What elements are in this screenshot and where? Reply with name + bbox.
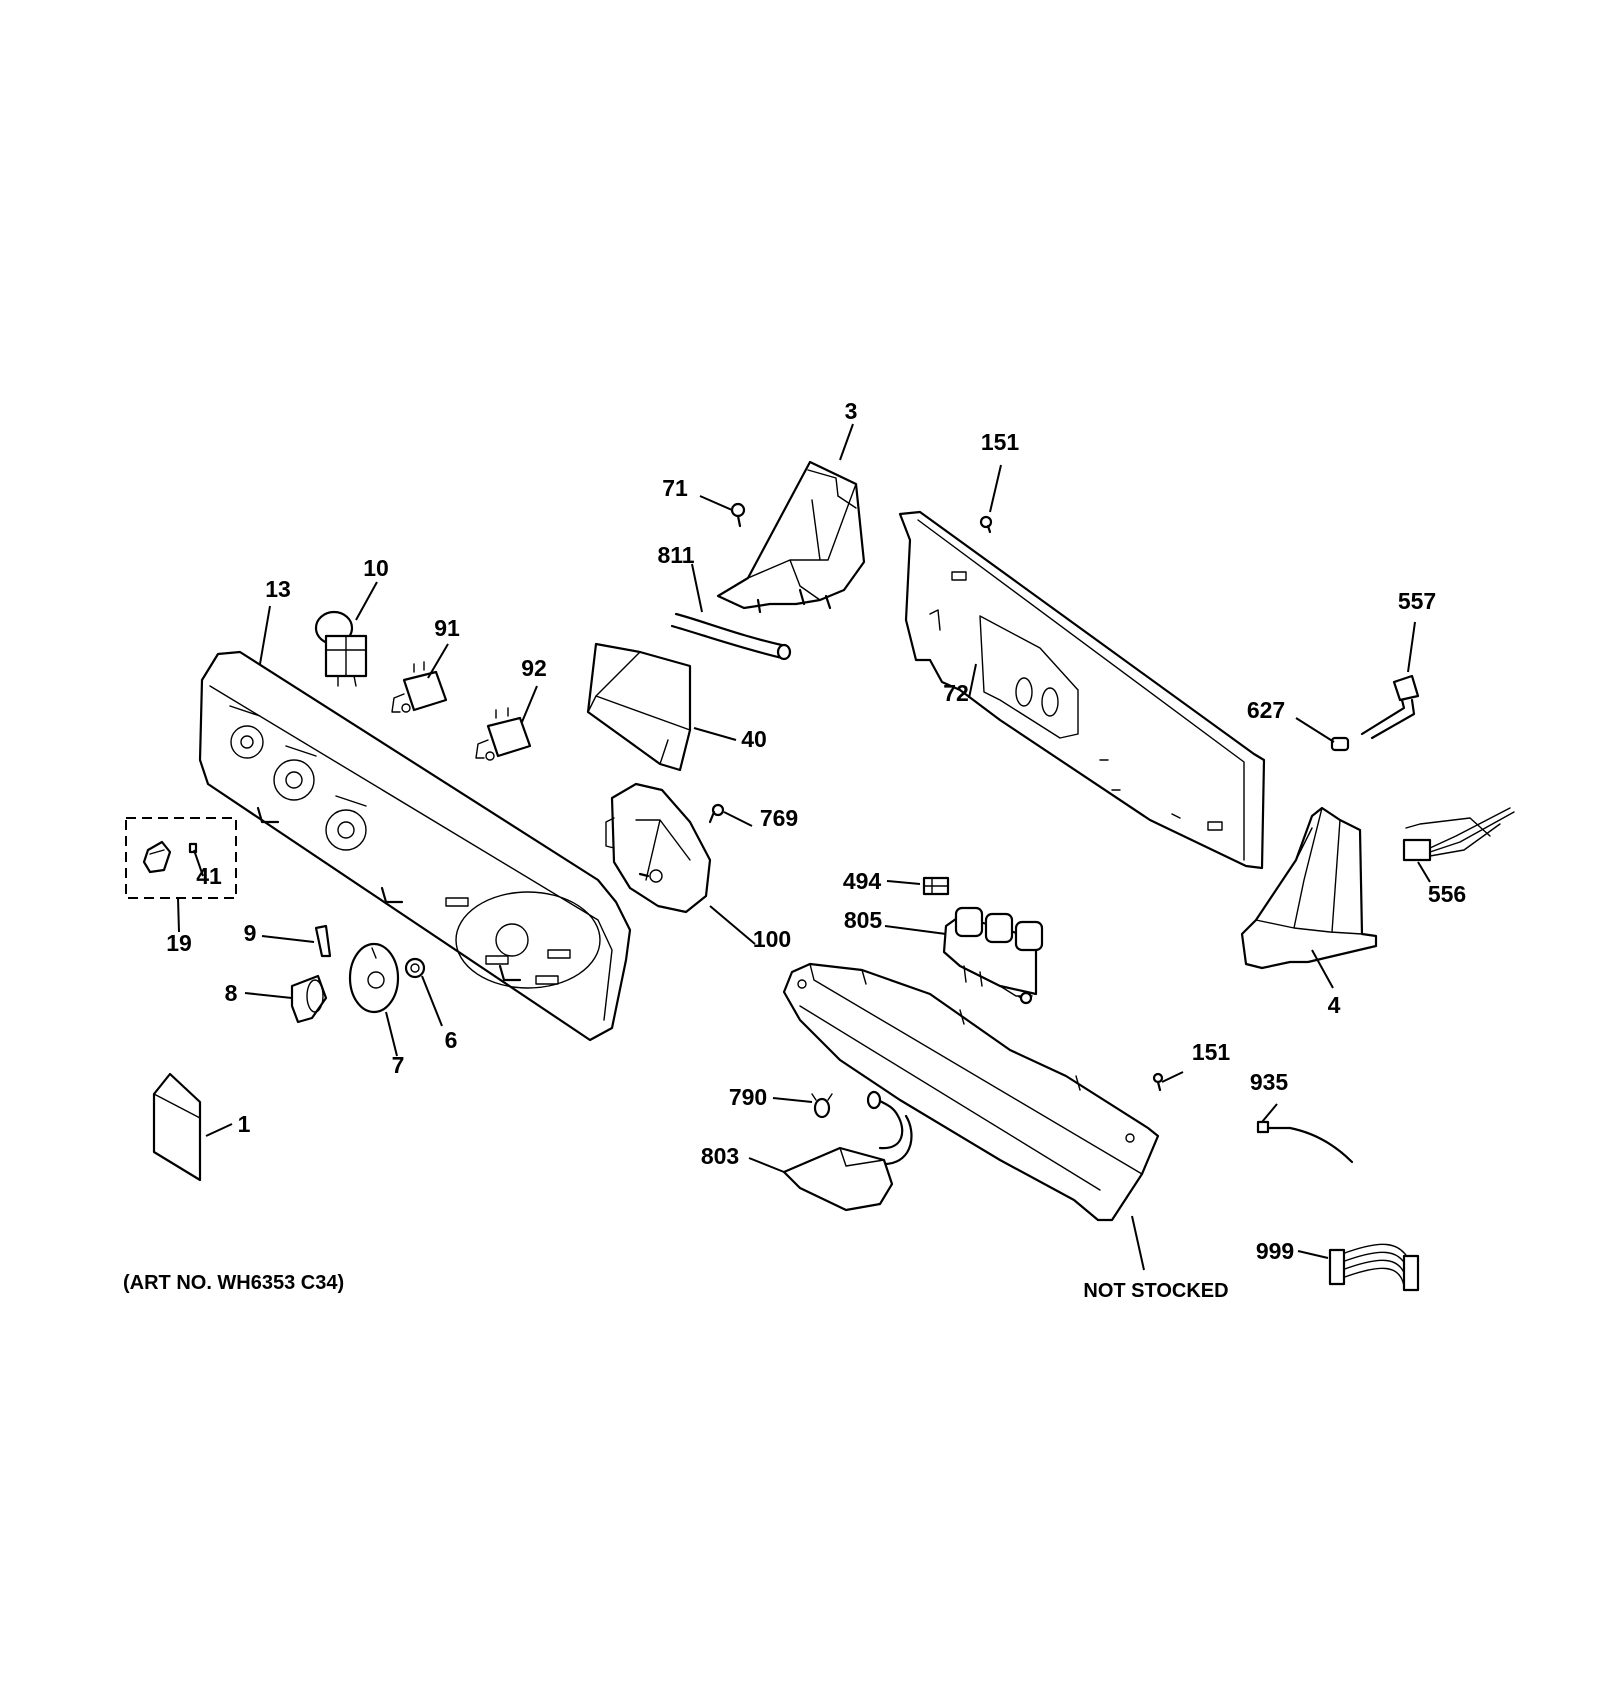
label-10: 10	[363, 555, 389, 581]
label-41: 41	[196, 863, 222, 889]
label-8: 8	[225, 980, 238, 1006]
plug-557-part	[1360, 674, 1420, 740]
ground-wire-part	[1256, 1120, 1354, 1164]
label-556: 556	[1428, 881, 1466, 907]
left-bracket-part	[716, 460, 866, 614]
part-labels: 3 151 71 811 10 13 91 92 557 627 72 40 7…	[123, 398, 1466, 1302]
screw-151-bottom-part	[1152, 1072, 1164, 1092]
label-6: 6	[445, 1027, 458, 1053]
nut-part	[404, 957, 426, 979]
timer-part	[605, 782, 712, 914]
label-151-top: 151	[981, 429, 1020, 455]
label-999: 999	[1256, 1238, 1294, 1264]
label-935: 935	[1250, 1069, 1289, 1095]
right-bracket-part	[1240, 806, 1378, 970]
water-valve-part	[942, 906, 1044, 1005]
shield-part	[586, 642, 692, 772]
label-627: 627	[1247, 697, 1285, 723]
dial-part	[348, 942, 400, 1014]
label-72: 72	[943, 680, 969, 706]
label-811: 811	[657, 542, 694, 568]
not-stocked-note: NOT STOCKED	[1083, 1280, 1228, 1302]
lower-bracket-part	[782, 962, 1160, 1222]
harness-999-part	[1328, 1243, 1420, 1292]
pressure-switch-part	[314, 610, 368, 687]
label-19: 19	[166, 930, 192, 956]
fill-funnel-part	[782, 1090, 913, 1212]
label-7: 7	[392, 1052, 405, 1078]
label-40: 40	[741, 726, 767, 752]
block-494-part	[922, 876, 950, 896]
art-number-note: (ART NO. WH6353 C34)	[123, 1272, 344, 1294]
label-494: 494	[843, 868, 882, 894]
knob-kit-group	[125, 817, 237, 899]
label-4: 4	[1328, 992, 1341, 1018]
label-790: 790	[729, 1084, 767, 1110]
tube-part	[670, 612, 792, 661]
label-803: 803	[701, 1143, 739, 1169]
label-91: 91	[434, 615, 460, 641]
harness-556-part	[1402, 807, 1515, 862]
label-805: 805	[844, 907, 883, 933]
label-13: 13	[265, 576, 291, 602]
backsplash-part	[898, 510, 1266, 870]
screw-769-part	[708, 803, 725, 824]
label-3: 3	[845, 398, 858, 424]
label-769: 769	[760, 805, 798, 831]
clamp-part	[811, 1093, 833, 1119]
label-1: 1	[238, 1111, 251, 1137]
label-9: 9	[244, 920, 257, 946]
control-panel-part	[198, 650, 632, 1042]
label-92: 92	[521, 655, 547, 681]
rotary-switch-92-part	[475, 707, 532, 761]
clip-part	[314, 924, 332, 958]
label-100: 100	[753, 926, 791, 952]
grommet-part	[1330, 736, 1350, 752]
knob-part	[290, 974, 328, 1024]
label-151-bottom: 151	[1192, 1039, 1231, 1065]
literature-packet-part	[152, 1072, 202, 1182]
label-71: 71	[662, 475, 688, 501]
screw-151-top-part	[979, 515, 993, 534]
leader-lines	[177, 423, 1431, 1271]
label-557: 557	[1398, 588, 1436, 614]
rotary-switch-91-part	[391, 661, 448, 713]
screw-71-part	[730, 502, 746, 528]
